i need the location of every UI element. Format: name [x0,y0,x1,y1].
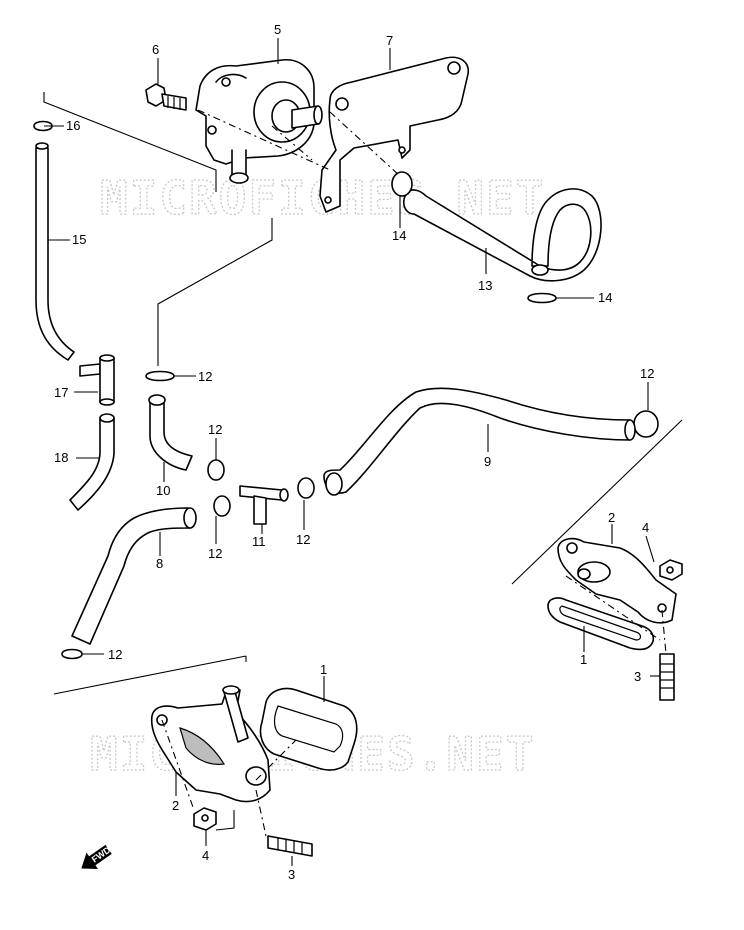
callout-leaders [44,38,660,866]
part-2-cover-left [150,685,271,803]
part-17-t-joint [79,354,115,406]
callout-15: 15 [72,232,86,247]
part-6-bolt [145,83,187,111]
part-4-nut-left [193,807,217,831]
callout-10: 10 [156,483,170,498]
part-7-bracket [319,56,470,213]
part-3-stud-right [659,653,675,701]
part-4-nut-right [659,559,683,581]
callout-3-right: 3 [634,669,641,684]
callout-2-left: 2 [172,798,179,813]
part-5-air-valve [195,59,323,184]
part-13-hose [402,188,602,282]
fwd-label: FWD [90,844,113,864]
part-3-stud-left [267,835,313,857]
callout-11: 11 [252,534,266,549]
callout-14-top: 14 [392,228,406,243]
callout-4-right: 4 [642,520,649,535]
callout-18: 18 [54,450,68,465]
callout-6: 6 [152,42,159,57]
callout-12-c: 12 [208,422,222,437]
callout-1-left: 1 [320,662,327,677]
part-15-hose [35,142,75,361]
callout-numbers: 5 6 7 16 15 14 13 14 12 17 12 12 18 9 10… [54,22,654,882]
callout-2-right: 2 [608,510,615,525]
part-2-cover-right [557,537,677,624]
callout-3-left: 3 [288,867,295,882]
callout-12-a: 12 [198,369,212,384]
callout-12-b: 12 [640,366,654,381]
callout-5: 5 [274,22,281,37]
callout-8: 8 [156,556,163,571]
callout-14-right: 14 [598,290,612,305]
part-1-gasket-left [259,687,358,771]
callout-13: 13 [478,278,492,293]
callout-12-d: 12 [296,532,310,547]
part-14-clips [391,171,557,304]
callout-9: 9 [484,454,491,469]
part-10-elbow-hose [148,394,193,471]
part-18-hose [69,413,115,511]
fwd-arrow-icon: FWD [81,844,113,870]
callout-12-e: 12 [208,546,222,561]
part-1-gasket-right [547,597,655,651]
part-11-joint [239,485,289,525]
callout-7: 7 [386,33,393,48]
part-12-clips [61,370,659,660]
callout-12-f: 12 [108,647,122,662]
callout-17: 17 [54,385,68,400]
assembly-lines [43,92,683,831]
callout-1-right: 1 [580,652,587,667]
part-9-hose [323,387,636,496]
center-lines [161,109,667,837]
part-8-hose [71,507,197,645]
callout-4-left: 4 [202,848,209,863]
callout-16: 16 [66,118,80,133]
